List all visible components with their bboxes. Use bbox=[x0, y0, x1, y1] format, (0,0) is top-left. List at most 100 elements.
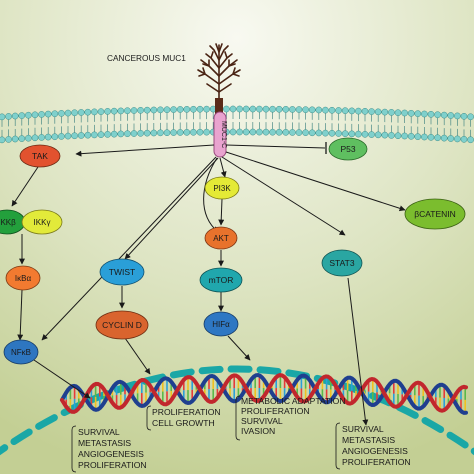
lipid-head bbox=[18, 135, 26, 142]
lipid-head bbox=[137, 129, 144, 137]
arrow-tak-to-ikkb bbox=[11, 166, 39, 207]
receptor-label: CANCEROUS MUC1 bbox=[107, 53, 186, 63]
nuclear-envelope-arc bbox=[0, 365, 474, 456]
dna-strand-red bbox=[60, 373, 468, 414]
node-akt-label: AKT bbox=[213, 234, 229, 243]
lipid-head bbox=[84, 108, 92, 116]
lipid-head bbox=[97, 131, 105, 138]
lipid-head bbox=[117, 130, 125, 138]
lipid-head bbox=[25, 134, 32, 142]
lipid-head bbox=[335, 107, 342, 114]
arrow-hif-to-dna bbox=[227, 335, 251, 361]
node-nfkb[interactable]: NFκB bbox=[3, 339, 39, 365]
lipid-head bbox=[203, 105, 210, 113]
node-mtor[interactable]: mTOR bbox=[199, 267, 243, 293]
lipid-head bbox=[289, 106, 296, 113]
arrow-ikba-to-nfkb bbox=[17, 289, 24, 341]
lipid-head bbox=[91, 131, 98, 139]
node-stat3-label: STAT3 bbox=[329, 258, 354, 268]
lipid-head bbox=[104, 131, 111, 138]
lipid-head bbox=[275, 105, 283, 113]
node-pi3k-label: PI3K bbox=[213, 184, 231, 193]
node-p53[interactable]: P53 bbox=[328, 137, 368, 161]
lipid-head bbox=[454, 112, 461, 120]
outcome-group-nfkb: SURVIVAL METASTASIS ANGIOGENESIS PROLIFE… bbox=[71, 425, 147, 473]
dna-strand-blue bbox=[60, 372, 468, 415]
lipid-head bbox=[196, 128, 204, 136]
muc1-glycan-tree bbox=[197, 43, 241, 101]
cell-membrane bbox=[0, 105, 474, 144]
lipid-head bbox=[322, 106, 329, 114]
node-cyclin-d[interactable]: CYCLIN D bbox=[95, 310, 149, 340]
lipid-head bbox=[31, 111, 39, 119]
lipid-head bbox=[91, 108, 98, 116]
arrow-cyclind-to-dna bbox=[124, 337, 151, 375]
node-akt[interactable]: AKT bbox=[204, 226, 238, 250]
lipid-head bbox=[104, 108, 111, 115]
lipid-head bbox=[11, 135, 19, 143]
lipid-head bbox=[322, 129, 329, 137]
node-ikkb-label: IKKβ bbox=[0, 218, 16, 227]
lipid-head bbox=[236, 105, 243, 113]
lipid-head bbox=[170, 106, 177, 113]
node-ikba[interactable]: IκBα bbox=[5, 265, 41, 291]
lipid-head bbox=[440, 111, 448, 119]
node-tak[interactable]: TAK bbox=[19, 144, 61, 168]
lipid-head bbox=[315, 129, 323, 137]
lipid-head bbox=[440, 134, 448, 142]
lipid-head bbox=[427, 134, 435, 141]
muc1-c-domain[interactable] bbox=[213, 111, 227, 158]
lipid-head bbox=[256, 128, 263, 136]
inhibition-muc1-to-p53 bbox=[225, 144, 326, 149]
node-hif[interactable]: HIFα bbox=[203, 311, 239, 337]
lipid-head bbox=[38, 134, 45, 141]
node-twist[interactable]: TWIST bbox=[99, 258, 145, 286]
node-pi3k[interactable]: PI3K bbox=[204, 176, 240, 200]
dna-double-helix bbox=[60, 372, 468, 415]
node-bcatenin[interactable]: βCATENIN bbox=[404, 198, 466, 230]
outcome-hif-2: PROLIFERATION bbox=[241, 406, 310, 416]
lipid-head bbox=[381, 108, 389, 116]
lipid-head bbox=[203, 128, 210, 136]
lipid-head bbox=[328, 129, 336, 137]
lipid-head bbox=[5, 136, 12, 143]
lipid-head bbox=[414, 110, 422, 118]
lipid-head bbox=[44, 110, 52, 118]
lipid-head bbox=[421, 110, 428, 118]
lipid-head bbox=[150, 129, 158, 137]
lipid-head bbox=[348, 107, 356, 115]
lipid-head bbox=[341, 107, 349, 115]
node-ikkg-shape bbox=[21, 209, 63, 235]
lipid-head bbox=[143, 106, 151, 114]
muc1-c-label: MUC1-C bbox=[220, 121, 227, 148]
lipid-head bbox=[407, 109, 415, 117]
arrow-pi3k-to-akt bbox=[218, 198, 225, 226]
outcome-cyclin-2: CELL GROWTH bbox=[152, 418, 215, 428]
lipid-head bbox=[190, 105, 197, 113]
lipid-head bbox=[97, 108, 105, 115]
lipid-head bbox=[434, 111, 441, 119]
lipid-tails bbox=[1, 112, 471, 137]
lipid-head bbox=[31, 134, 39, 142]
node-stat3[interactable]: STAT3 bbox=[321, 249, 363, 277]
node-mtor-label: mTOR bbox=[209, 275, 234, 285]
outcome-bracket bbox=[146, 405, 152, 431]
outcome-hif-4: IVASION bbox=[241, 426, 275, 436]
node-ikkg[interactable]: IKKγ bbox=[21, 209, 63, 235]
lipid-head bbox=[262, 105, 270, 113]
node-bcatenin-shape bbox=[404, 198, 466, 230]
lipid-head bbox=[315, 106, 323, 114]
lipid-head bbox=[308, 106, 316, 114]
outcome-hif-3: SURVIVAL bbox=[241, 416, 283, 426]
lipid-head bbox=[262, 128, 270, 136]
lipid-head bbox=[157, 106, 164, 114]
lipid-head bbox=[229, 105, 237, 113]
lipid-head bbox=[289, 129, 296, 136]
signaling-arrows bbox=[11, 142, 406, 426]
lipid-head bbox=[348, 130, 356, 138]
outcome-nfkb-3: ANGIOGENESIS bbox=[78, 449, 144, 459]
outcome-bracket bbox=[235, 395, 241, 441]
lipid-head bbox=[64, 132, 72, 140]
node-bcatenin-label: βCATENIN bbox=[414, 209, 456, 219]
